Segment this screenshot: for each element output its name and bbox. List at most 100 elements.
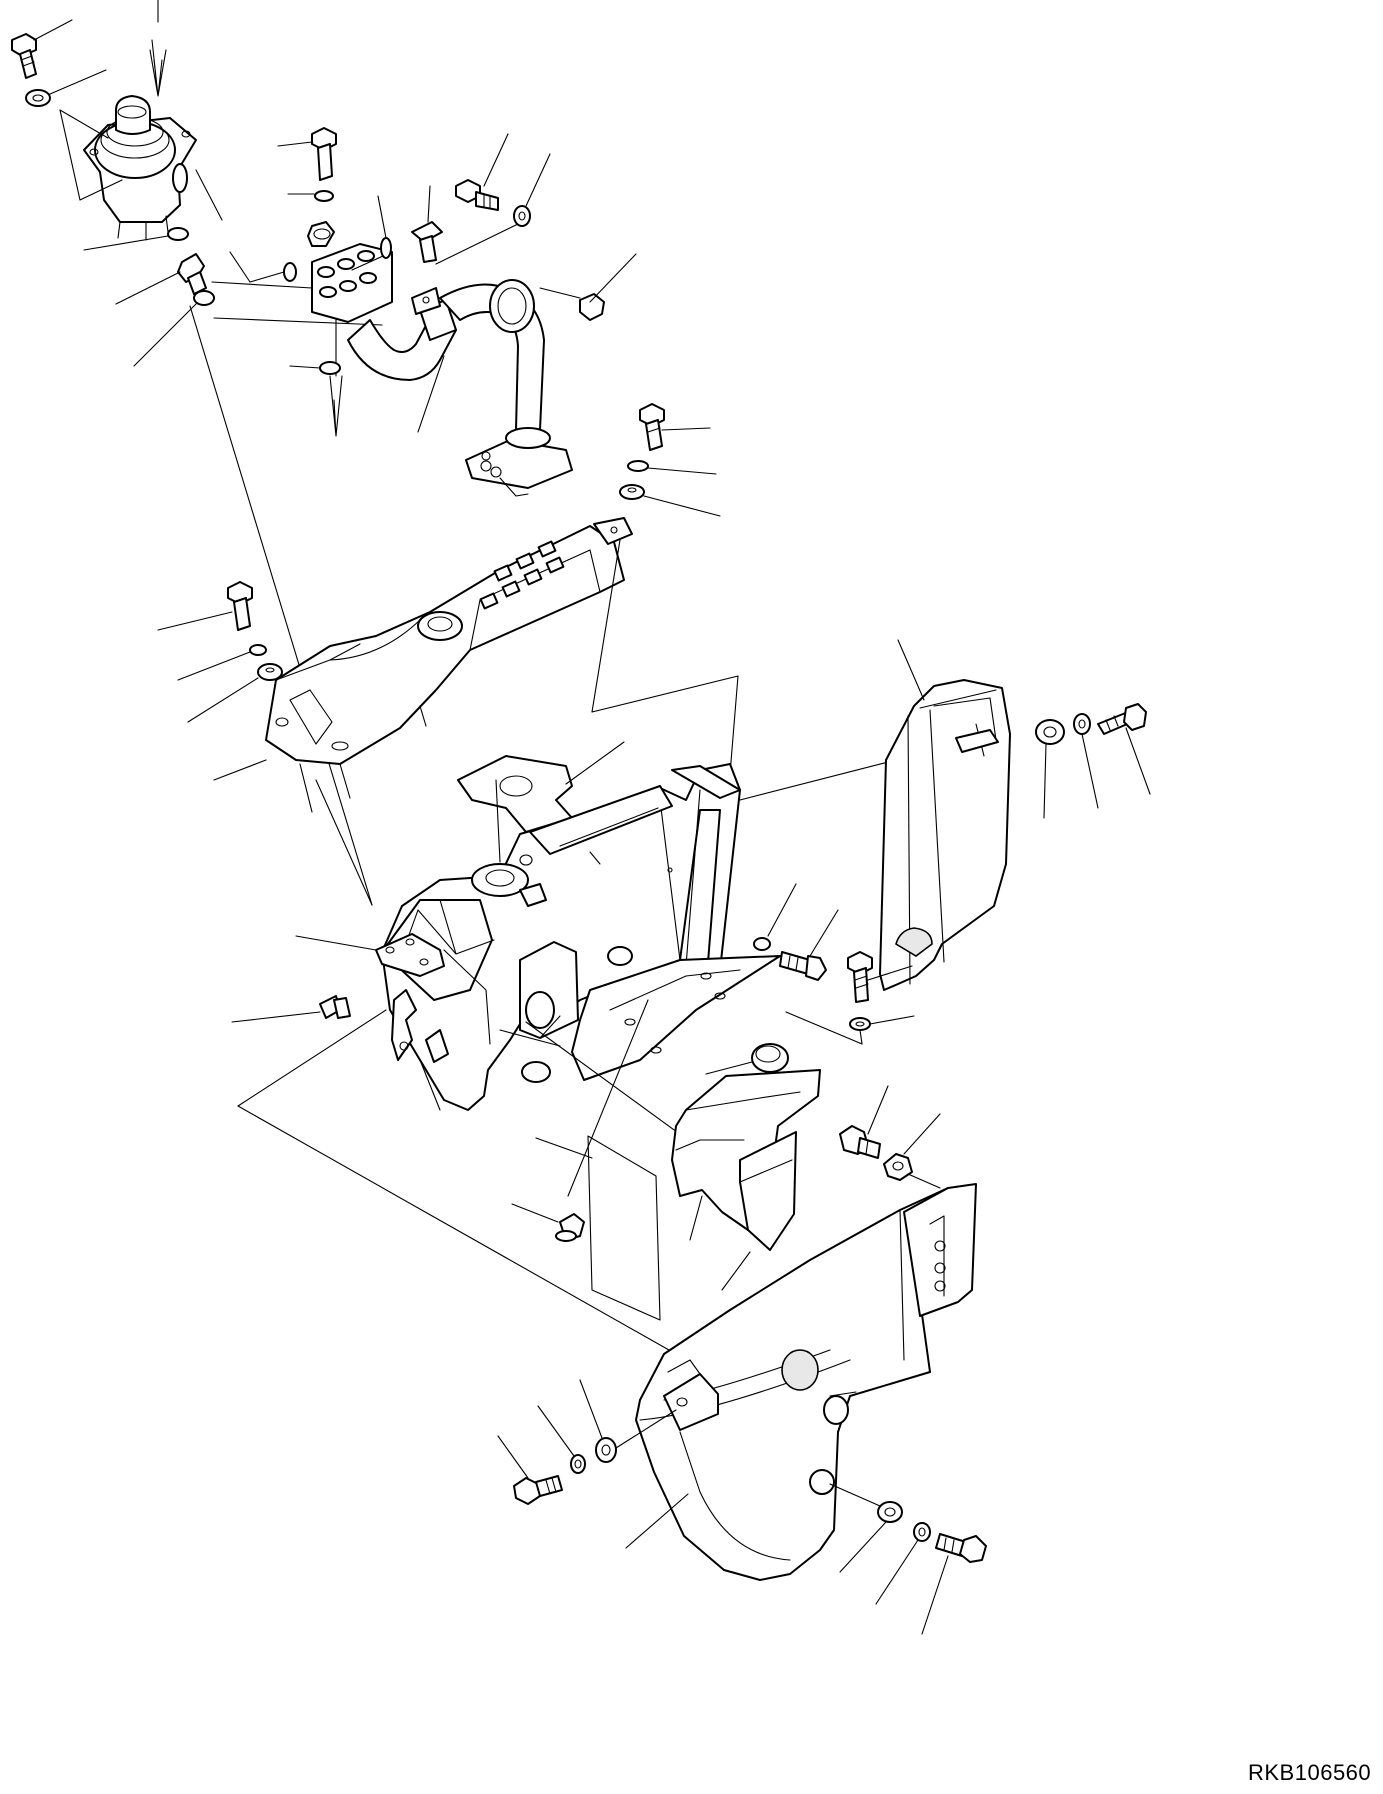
o-ring: [283, 262, 297, 282]
leader-line: [903, 1113, 941, 1155]
grommet-lower-left: [595, 1437, 617, 1463]
leader-line: [767, 883, 797, 937]
grommet-lower-right: [877, 1501, 903, 1523]
leader-line: [133, 303, 197, 367]
leader-line: [49, 69, 107, 95]
leader-line: [249, 271, 285, 283]
bolt-armrest: [227, 581, 253, 631]
washer-top-middle: [513, 205, 531, 227]
leader-line: [79, 179, 123, 201]
leader-line: [1081, 733, 1099, 809]
o-ring: [319, 361, 341, 375]
leader-line: [497, 1435, 529, 1479]
o-ring: [193, 290, 215, 306]
side-cover-right: [879, 679, 1011, 991]
assembly-line: [591, 539, 621, 713]
assembly-line: [591, 675, 739, 713]
washer-right: [1073, 713, 1091, 735]
leader-line: [643, 495, 721, 517]
leader-line: [689, 1195, 703, 1241]
leader-line: [867, 1085, 889, 1135]
bolt-lower-left: [513, 1475, 563, 1505]
leader-line: [427, 185, 431, 223]
o-ring: [314, 190, 334, 202]
washer-mid-right: [849, 1017, 871, 1031]
elbow-fitting: [177, 253, 207, 295]
leader-line: [195, 169, 223, 221]
bolt-right: [1097, 703, 1147, 735]
leader-line: [535, 1137, 593, 1159]
leader-line: [177, 651, 251, 681]
console-frame: [375, 763, 781, 1111]
plug-fitting: [411, 221, 443, 263]
leader-line: [417, 355, 445, 433]
manifold-block: [311, 243, 393, 323]
spring-washer: [627, 460, 649, 472]
leader-line: [157, 611, 233, 631]
bolt-lower-right: [935, 1533, 987, 1563]
leader-line: [115, 271, 181, 305]
assembly-line: [907, 1173, 941, 1189]
rubber-cap: [751, 1043, 789, 1073]
adapter-fitting: [307, 221, 335, 247]
leader-line: [229, 251, 251, 283]
leader-line: [839, 1521, 887, 1573]
arrow-up-direction: [149, 39, 167, 97]
assembly-line: [237, 1105, 677, 1355]
leader-line: [875, 1539, 919, 1605]
leader-line: [867, 965, 913, 981]
flat-washer: [257, 663, 283, 681]
leader-line: [537, 1405, 575, 1457]
leader-line: [511, 1203, 559, 1223]
washer-lower-left: [570, 1454, 586, 1474]
flange-bolt: [839, 1125, 881, 1159]
washer-mid: [753, 937, 771, 951]
assembly-line: [435, 221, 523, 265]
leader-line: [565, 741, 625, 785]
leader-line: [211, 281, 313, 289]
washer-lower-right: [913, 1522, 931, 1542]
o-ring: [167, 227, 189, 241]
bolt-top-left: [11, 33, 37, 79]
assembly-line: [213, 317, 383, 326]
leader-line: [231, 1011, 321, 1023]
flat-washer: [619, 484, 645, 500]
leader-line: [921, 1555, 949, 1635]
leader-line: [59, 109, 109, 139]
leader-line: [721, 1251, 751, 1291]
leader-line: [525, 153, 551, 207]
leader-line: [33, 19, 73, 41]
leader-line: [187, 677, 259, 723]
leader-line: [897, 639, 925, 701]
nut-top-right: [579, 293, 605, 321]
assembly-line: [729, 675, 739, 775]
washer-top-left: [25, 89, 51, 107]
flange-nut: [883, 1153, 913, 1181]
joystick-valve: [83, 95, 197, 241]
leader-line: [625, 1493, 689, 1549]
leader-line: [809, 909, 839, 957]
leader-line: [1125, 727, 1151, 795]
armrest-cover: [265, 517, 633, 813]
assembly-line: [495, 779, 501, 863]
leader-line: [83, 235, 169, 251]
assembly-line: [315, 779, 373, 906]
screw-mid: [779, 951, 827, 981]
push-clip: [555, 1213, 585, 1242]
hose-assembly: [347, 279, 573, 497]
front-trim-piece: [671, 1069, 821, 1251]
bolt-upper-right: [639, 403, 665, 451]
assembly-line: [615, 1409, 677, 1449]
leader-line: [661, 427, 711, 431]
leader-line: [1043, 743, 1047, 819]
leader-line: [483, 133, 509, 187]
harness-clip: [319, 995, 351, 1019]
assembly-line: [829, 1483, 881, 1507]
leader-line: [295, 935, 377, 951]
gasket-pad: [457, 755, 573, 833]
arrow-down-direction: [329, 375, 343, 437]
o-ring: [380, 237, 392, 259]
leader-line: [589, 253, 637, 303]
bolt-top-middle: [455, 179, 499, 211]
leader-line: [539, 287, 581, 299]
